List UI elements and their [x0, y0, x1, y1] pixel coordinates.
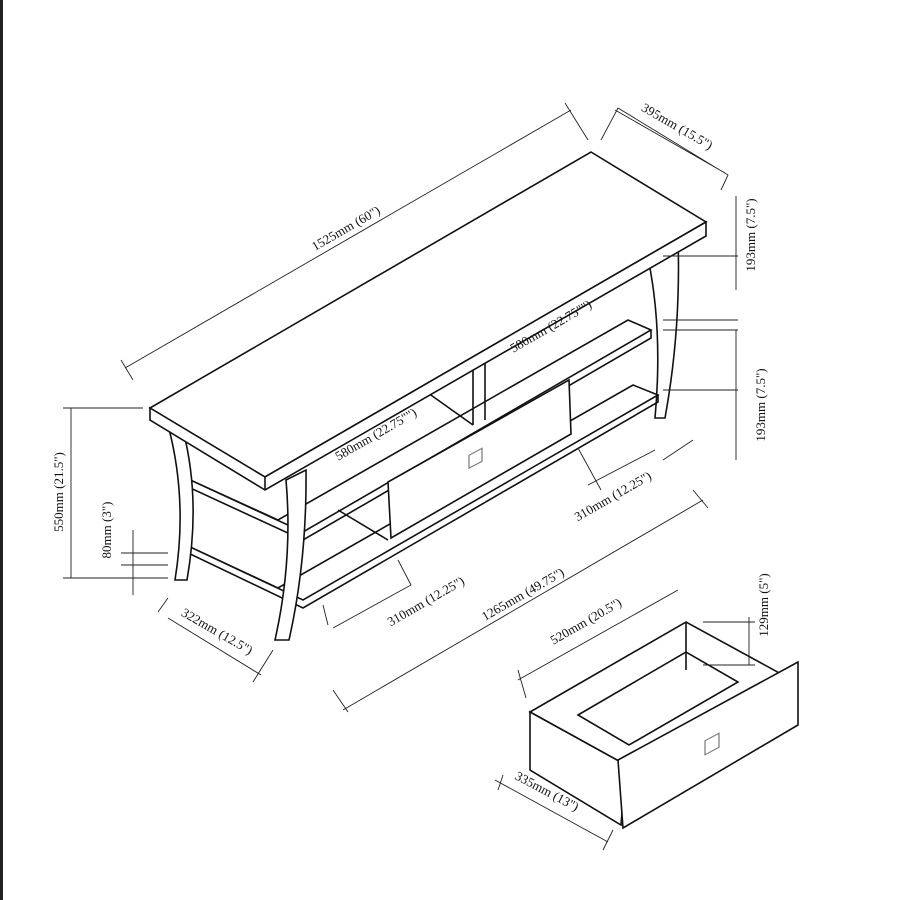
- drawer-handle-icon: [468, 447, 483, 470]
- drawer-handle-icon: [704, 732, 720, 756]
- dimension-lines: [63, 102, 755, 851]
- middle-shelf: [185, 319, 653, 533]
- drawer-width-label: 520mm (20.5"): [547, 595, 624, 648]
- upper-shelf-gap-label: 193mm (7.5"): [743, 198, 758, 271]
- overall-width-label: 1525mm (60"): [309, 202, 383, 253]
- drawer-front: [387, 378, 572, 540]
- lower-shelf-gap-label: 193mm (7.5"): [753, 368, 768, 441]
- top-board: [148, 151, 708, 478]
- front-center-leg: [274, 468, 307, 641]
- diagram-drawing: 1525mm (60") 395mm (15.5") 193mm (7.5") …: [51, 100, 799, 851]
- right-leg: [647, 238, 680, 419]
- lower-left-compartment-label: 310mm (12.25"): [385, 573, 467, 629]
- left-back-leg: [166, 423, 194, 581]
- height-label: 550mm (21.5"): [51, 452, 66, 532]
- inner-width-label: 1265mm (49.75"): [479, 564, 567, 623]
- drawer: [528, 621, 799, 830]
- bottom-clearance-label: 80mm (3"): [99, 502, 114, 559]
- tv-stand: [148, 151, 708, 641]
- lower-right-compartment-label: 310mm (12.25"): [572, 468, 654, 524]
- side-depth-label: 322mm (12.5"): [179, 605, 256, 658]
- drawer-height-label: 129mm (5"): [756, 573, 771, 636]
